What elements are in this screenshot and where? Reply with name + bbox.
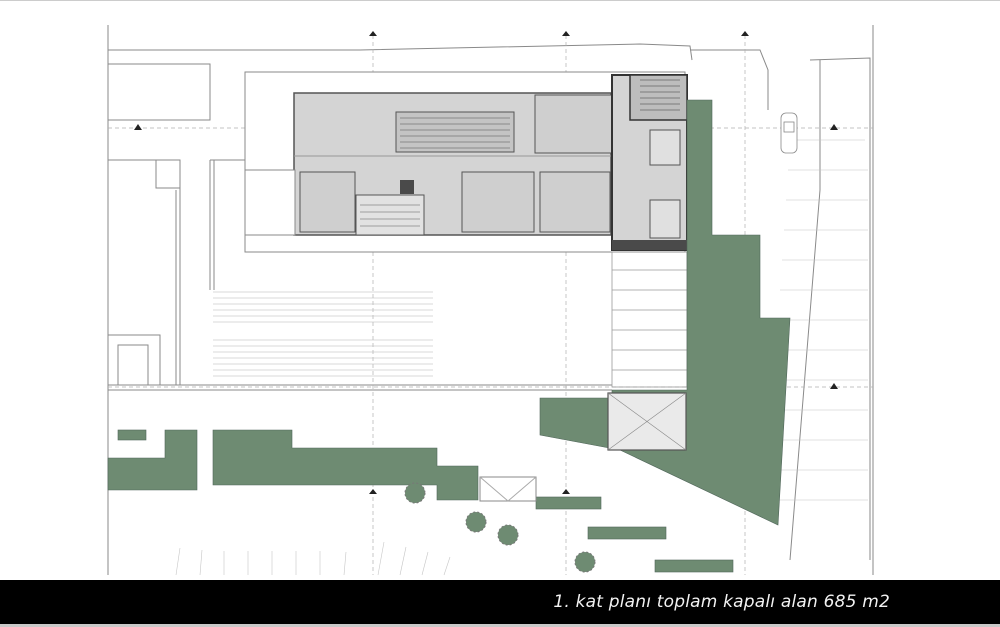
car-symbol	[780, 112, 798, 154]
landscape-green-areas	[107, 99, 791, 573]
section-markers	[134, 31, 838, 494]
trees	[404, 482, 596, 573]
plaza-pavilion	[479, 392, 687, 502]
site-boundary-lines	[107, 25, 874, 575]
plan-caption: 1. kat planı toplam kapalı alan 685 m2	[553, 592, 890, 612]
bottom-hatches	[175, 541, 451, 576]
terrace-steps	[213, 291, 433, 377]
left-structures	[107, 159, 245, 386]
service-core	[611, 74, 688, 251]
caption-bar: 1. kat planı toplam kapalı alan 685 m2	[0, 580, 1000, 627]
floor-plan-drawing	[0, 0, 1000, 576]
bottom-strip	[0, 624, 1000, 627]
side-stair-hatch	[770, 139, 868, 501]
